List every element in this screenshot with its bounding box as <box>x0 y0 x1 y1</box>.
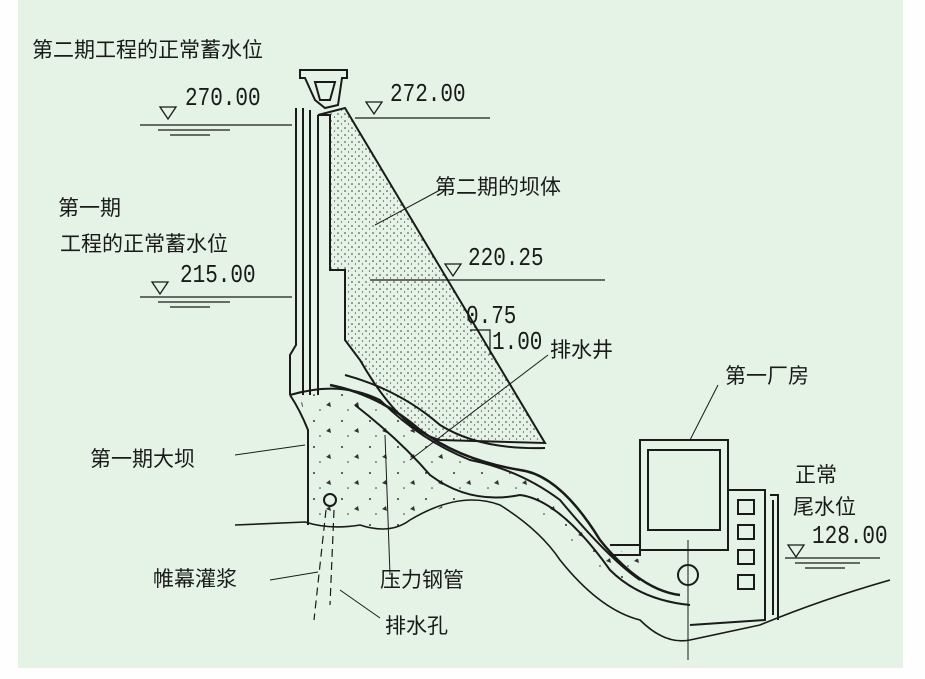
elevation-220-25: 220.25 <box>468 244 544 274</box>
tailwater-label-line2: 尾水位 <box>793 495 856 519</box>
drain-hole-label: 排水孔 <box>385 614 448 638</box>
upstream-face <box>289 108 319 395</box>
stage2-dam-body <box>317 106 547 445</box>
grout-curtain-line <box>313 509 327 621</box>
elevation-270: 270.00 <box>185 84 261 114</box>
water-levels <box>140 101 880 569</box>
stage2-normal-pool-label: 第二期工程的正常蓄水位 <box>32 38 263 62</box>
tailwater-label-line1: 正常 <box>795 463 837 487</box>
penstock-pipe <box>329 383 681 597</box>
grout-curtain-label: 帷幕灌浆 <box>153 567 237 591</box>
elevation-128: 128.00 <box>812 522 888 552</box>
elevation-215: 215.00 <box>180 261 256 291</box>
foundation-rock-line <box>234 499 891 642</box>
slope-vertical: 1.00 <box>492 328 543 358</box>
leader-lines <box>234 189 719 619</box>
stage1-label-line1: 第一期 <box>58 196 121 220</box>
powerhouse-building <box>639 439 729 551</box>
slope-horizontal: 0.75 <box>466 302 517 332</box>
drainage-gallery <box>323 493 337 507</box>
elevation-272: 272.00 <box>390 80 466 110</box>
stage2-dam-body-label: 第二期的坝体 <box>435 175 561 199</box>
powerhouse1-label: 第一厂房 <box>725 364 809 388</box>
penstock-label: 压力钢管 <box>380 568 464 592</box>
stage1-dam-label: 第一期大坝 <box>90 447 195 471</box>
stage1-label-line2: 工程的正常蓄水位 <box>60 232 228 256</box>
drain-hole-line <box>329 509 335 606</box>
drainage-well-label: 排水井 <box>550 338 613 362</box>
dam-crest <box>299 69 348 110</box>
